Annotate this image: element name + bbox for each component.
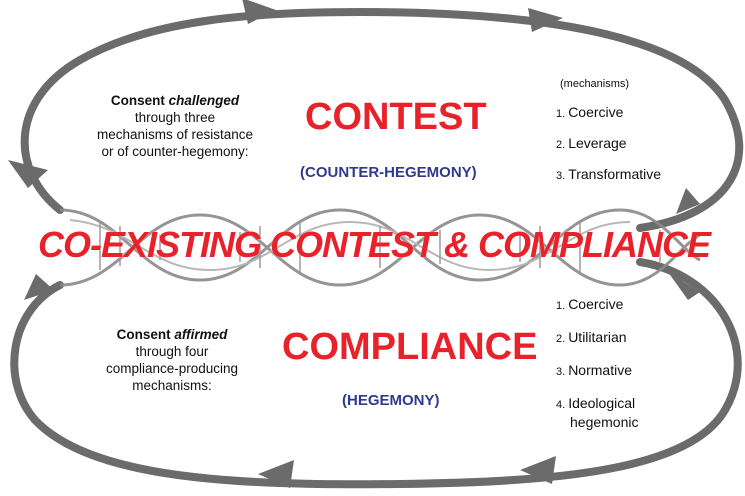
contest-mechanism-item: 1.Coercive bbox=[556, 104, 624, 120]
arrow-head-lower-left bbox=[24, 274, 54, 300]
arrow-head-right bbox=[668, 272, 700, 300]
arrow-head-left bbox=[8, 160, 48, 188]
contest-lead-line-1: through three bbox=[134, 110, 216, 125]
contest-lead-text: Consent challenged through three mechani… bbox=[70, 92, 280, 160]
compliance-subtitle: (HEGEMONY) bbox=[342, 392, 440, 409]
contest-lead-line-2: mechanisms of resistance bbox=[96, 127, 254, 142]
compliance-title: COMPLIANCE bbox=[282, 326, 538, 368]
contest-title: CONTEST bbox=[305, 96, 487, 138]
compliance-lead-bold: Consent bbox=[116, 327, 175, 342]
arrow-head-bottom-left bbox=[258, 460, 294, 488]
contest-mechanism-item: 3.Transformative bbox=[556, 166, 662, 182]
helix-rungs bbox=[99, 220, 661, 272]
compliance-mechanism-item: 2.Utilitarian bbox=[556, 329, 627, 345]
compliance-mechanism-item: 3.Normative bbox=[556, 362, 632, 378]
contest-subtitle: (COUNTER-HEGEMONY) bbox=[300, 164, 477, 181]
compliance-lead-text: Consent affirmed through four compliance… bbox=[72, 326, 272, 394]
compliance-mechanism-item: 1.Coercive bbox=[556, 296, 624, 312]
contest-mechanism-item: 2.Leverage bbox=[556, 135, 627, 151]
arrow-head-bottom-right bbox=[520, 456, 556, 484]
lower-loop bbox=[10, 258, 742, 489]
compliance-lead-line-1: through four bbox=[135, 344, 209, 359]
arrow-head-top-right bbox=[528, 8, 563, 32]
center-banner: CO-EXISTING CONTEST & COMPLIANCE bbox=[38, 224, 711, 265]
upper-loop bbox=[20, 7, 744, 232]
compliance-lead-line-3: mechanisms: bbox=[132, 378, 212, 393]
helix bbox=[59, 208, 701, 287]
contest-mechanism-list: 1.Coercive 2.Leverage 3.Transformative bbox=[556, 104, 661, 185]
contest-lead-bold: Consent bbox=[110, 93, 169, 108]
compliance-lead-line-2: compliance-producing bbox=[105, 361, 239, 376]
arrow-head-top-left bbox=[242, 0, 276, 24]
contest-lead-line-3: or of counter-hegemony: bbox=[101, 144, 249, 159]
compliance-lead-italic: affirmed bbox=[174, 327, 228, 342]
compliance-mechanism-list: 1.Coercive 2.Utilitarian 3.Normative 4.I… bbox=[556, 296, 639, 431]
contest-lead-italic: challenged bbox=[168, 93, 240, 108]
contest-mechanisms-note: (mechanisms) bbox=[560, 78, 630, 90]
arrow-head-mid-right bbox=[676, 188, 700, 214]
